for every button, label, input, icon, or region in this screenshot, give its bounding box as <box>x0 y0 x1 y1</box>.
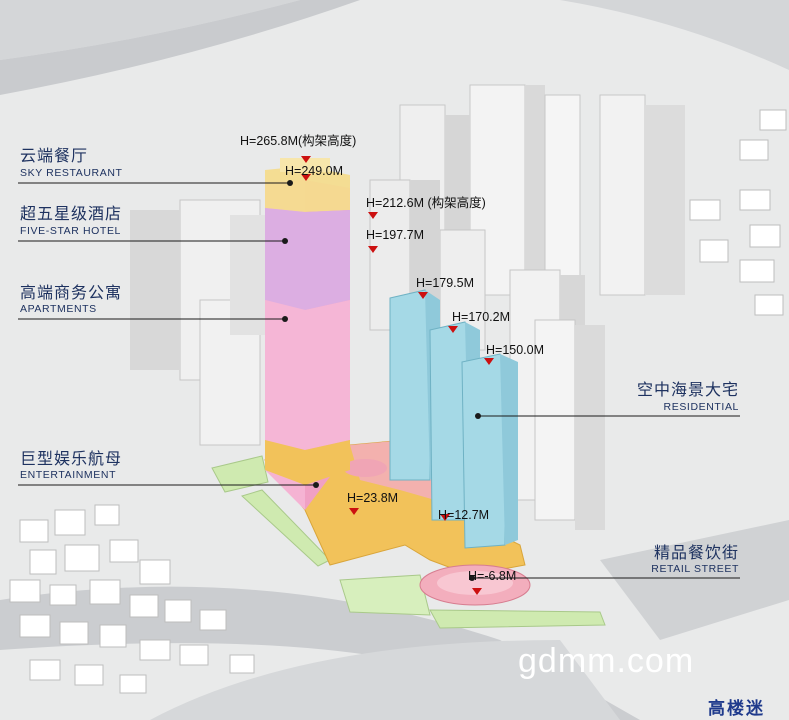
height-markers <box>301 156 494 595</box>
height-label: H=170.2M <box>452 310 511 324</box>
height-label: H=23.8M <box>347 491 399 505</box>
label-apartments-en: APARTMENTS <box>20 303 97 315</box>
site-logo: 高楼迷 <box>708 699 765 719</box>
road-right <box>600 520 789 640</box>
height-label: H=265.8M(构架高度) <box>240 134 357 148</box>
road-top-left <box>0 0 300 60</box>
green-spaces <box>211 455 606 629</box>
residential-towers <box>389 289 518 549</box>
label-sky-cn: 云端餐厅 <box>20 146 89 165</box>
height-label: H=12.7M <box>438 508 490 522</box>
height-label: H=-6.8M <box>468 569 517 583</box>
city-blocks-right <box>689 109 787 316</box>
height-label: H=197.7M <box>366 228 425 242</box>
label-residential-en: RESIDENTIAL <box>663 401 739 413</box>
label-residential-cn: 空中海景大宅 <box>636 380 739 399</box>
road-top-right <box>560 0 789 70</box>
height-label: H=150.0M <box>486 343 545 357</box>
label-apartments-cn: 高端商务公寓 <box>20 283 123 302</box>
road-curve <box>0 0 360 95</box>
leader-dots <box>282 180 481 581</box>
label-hotel-en: FIVE-STAR HOTEL <box>20 225 121 237</box>
road-bottom-arc <box>150 640 620 720</box>
background-buildings <box>130 84 685 530</box>
label-retail-cn: 精品餐饮街 <box>653 543 739 562</box>
watermark: gdmm.com <box>518 642 695 680</box>
height-label: H=249.0M <box>285 164 344 178</box>
label-hotel-cn: 超五星级酒店 <box>20 204 123 223</box>
label-entertainment-cn: 巨型娱乐航母 <box>20 449 123 468</box>
label-entertainment-en: ENTERTAINMENT <box>20 469 117 481</box>
main-tower <box>265 158 350 510</box>
height-label: H=212.6M (构架高度) <box>366 196 486 210</box>
label-retail-en: RETAIL STREET <box>651 563 739 575</box>
leader-lines <box>18 182 740 579</box>
road-bottom <box>0 586 640 720</box>
city-blocks-left <box>9 504 255 694</box>
label-sky-en: SKY RESTAURANT <box>20 167 123 179</box>
height-label: H=179.5M <box>416 276 475 290</box>
